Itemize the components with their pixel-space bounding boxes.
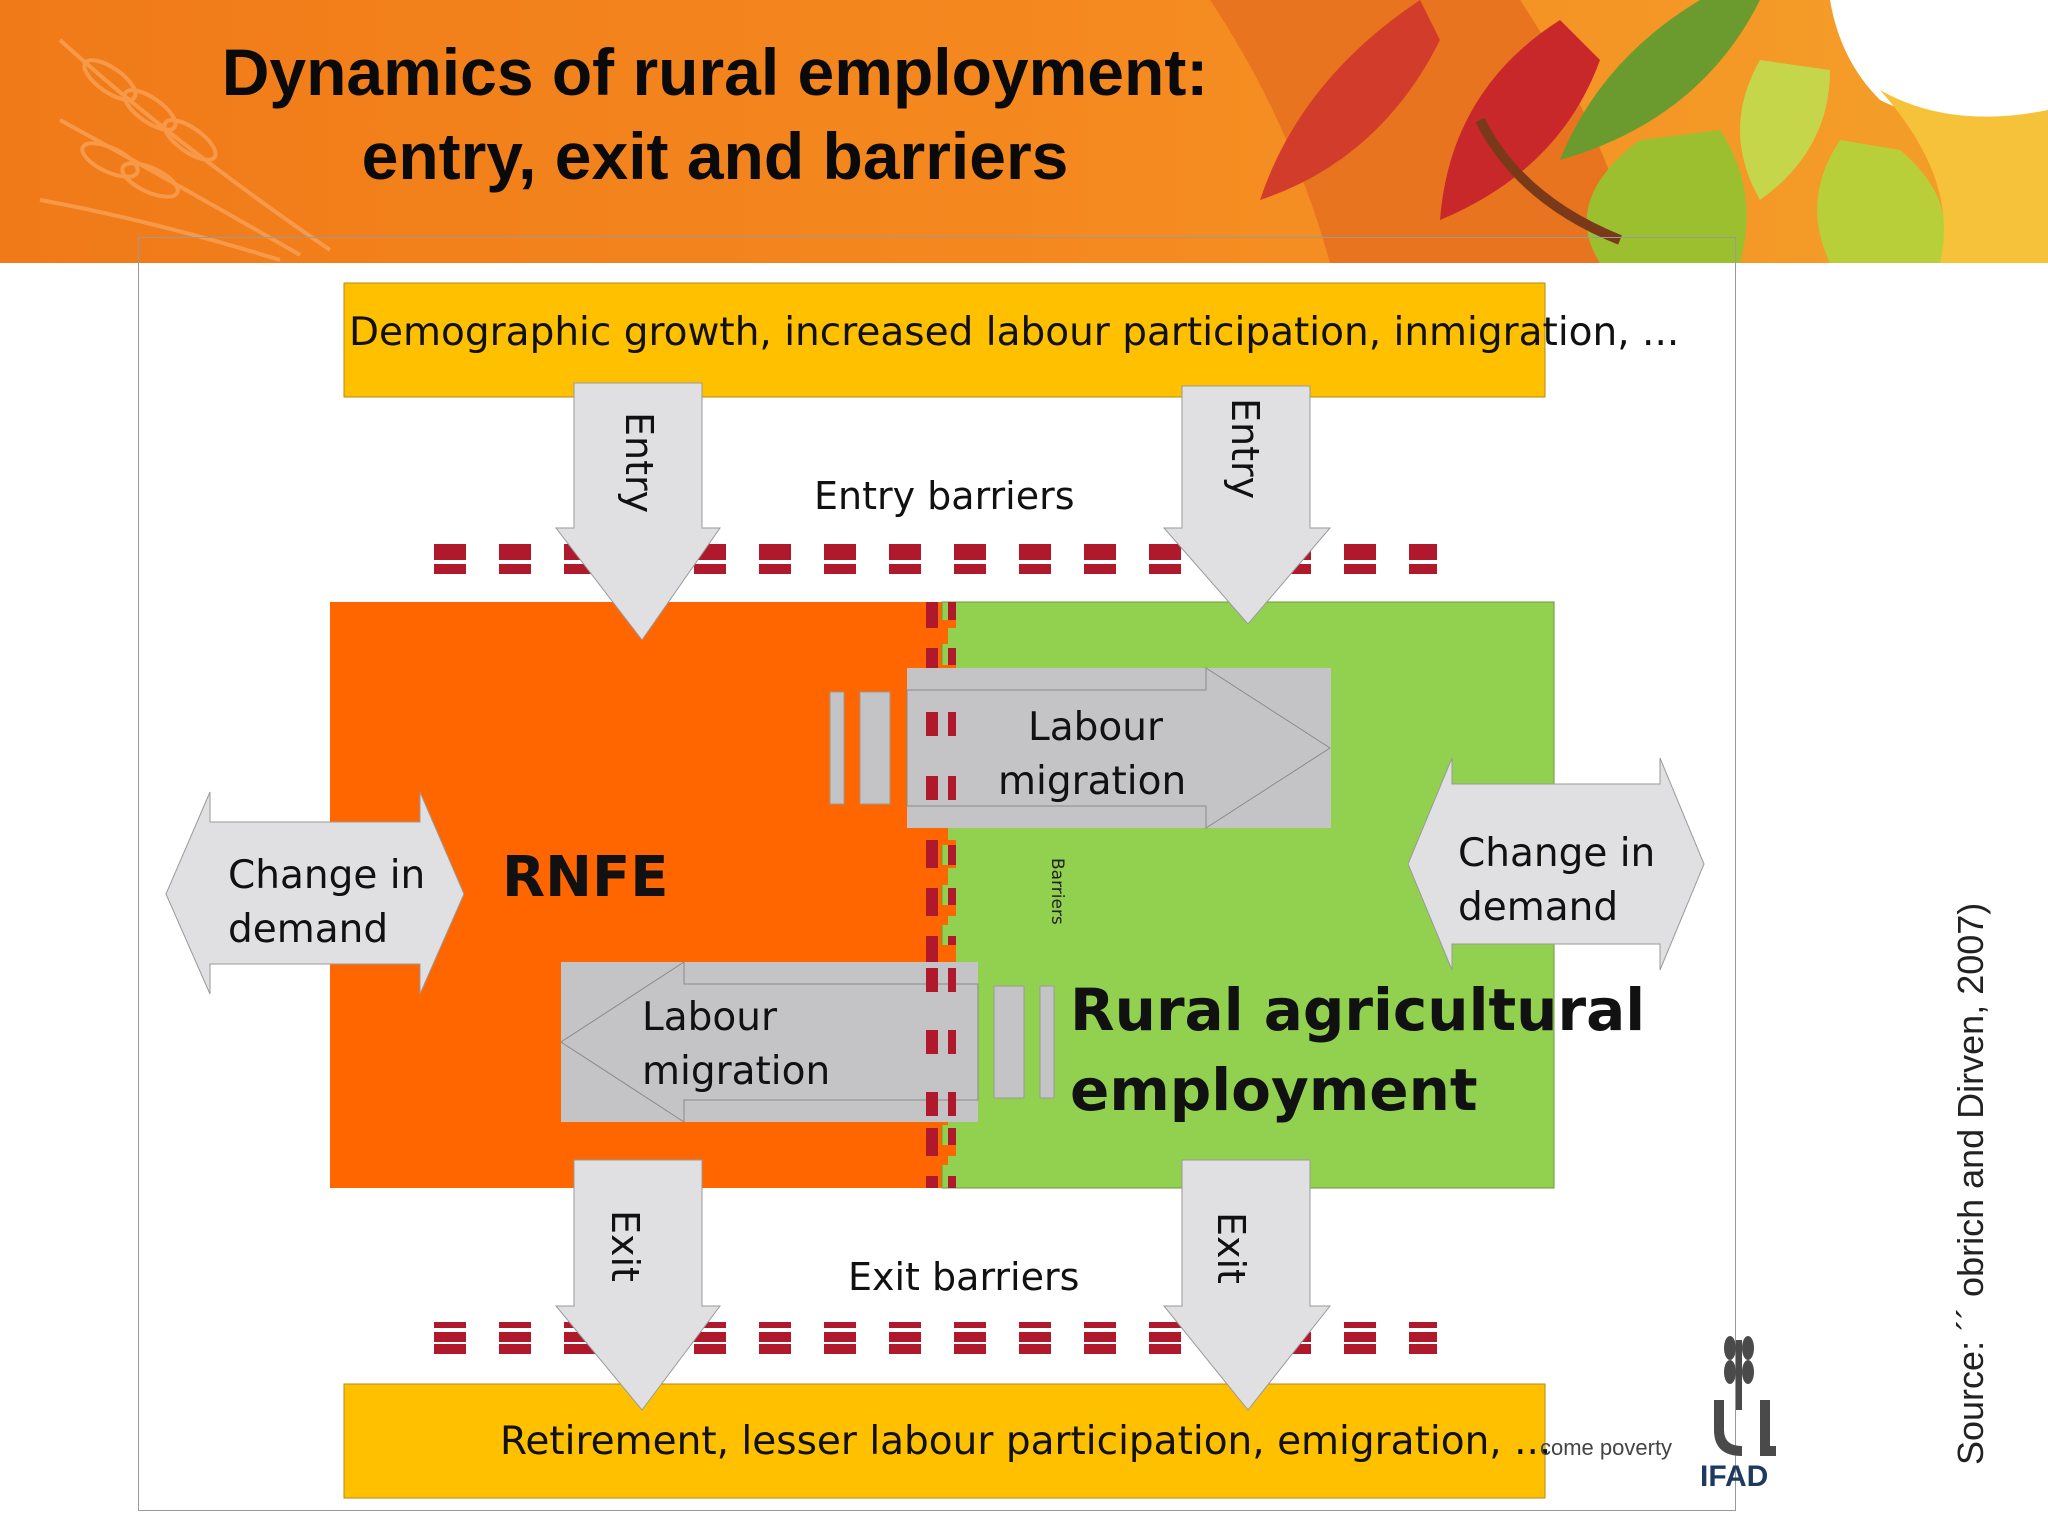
change-in-demand-right-line1: Change in [1458,831,1655,876]
entry-arrow-right [1162,385,1332,625]
barriers-label: Barriers [1047,858,1067,925]
leaves-icon [1210,0,2048,263]
exit-arrow-right [1162,1159,1332,1411]
labour-migration-arrow-left [560,961,1055,1123]
entry-label-left: Entry [617,412,661,513]
ifad-logo-icon [1714,1336,1776,1456]
exit-barriers-label: Exit barriers [848,1255,1079,1299]
header-banner: Dynamics of rural employment: entry, exi… [0,0,2048,263]
labour-migration-right-line1: Labour [1028,705,1164,750]
source-citation: Source: ´´ obrich and Dirven, 2007) [1950,902,1991,1465]
title-line-2: entry, exit and barriers [361,119,1069,193]
labour-migration-left-line1: Labour [642,995,778,1040]
banner-artwork [39,0,2048,263]
rural-agricultural-label-line2: employment [1070,1056,1478,1124]
entry-arrow-left [554,382,721,641]
entry-barriers-label: Entry barriers [814,474,1075,518]
rural-agricultural-label-line1: Rural agricultural [1070,976,1645,1044]
change-in-demand-left-line1: Change in [228,853,425,898]
wheat-icon [39,38,332,262]
ifad-logo-text: IFAD [1700,1460,1769,1493]
top-inflow-text: Demographic growth, increased labour par… [349,310,1679,355]
bottom-outflow-text: Retirement, lesser labour participation,… [500,1419,1551,1464]
title-line-1: Dynamics of rural employment: [221,35,1209,109]
exit-label-left: Exit [603,1210,647,1282]
change-in-demand-left-line2: demand [228,907,388,952]
bottom-outflow-box [343,1383,1546,1499]
diagram-frame [138,237,1736,1511]
change-in-demand-arrow-right [1407,757,1705,971]
top-inflow-box [343,282,1546,398]
rnfe-label: RNFE [502,845,669,910]
entry-label-right: Entry [1223,398,1267,499]
labour-migration-right-line2: migration [998,759,1186,804]
exit-arrow-left [554,1159,721,1411]
change-in-demand-right-line2: demand [1458,885,1618,930]
page-title: Dynamics of rural employment: entry, exi… [150,30,1280,198]
ifad-tagline: come poverty [1540,1435,1673,1460]
labour-migration-left-line2: migration [642,1049,830,1094]
labour-migration-arrow-right [829,667,1331,829]
exit-label-right: Exit [1209,1212,1253,1284]
change-in-demand-arrow-left [165,791,465,995]
